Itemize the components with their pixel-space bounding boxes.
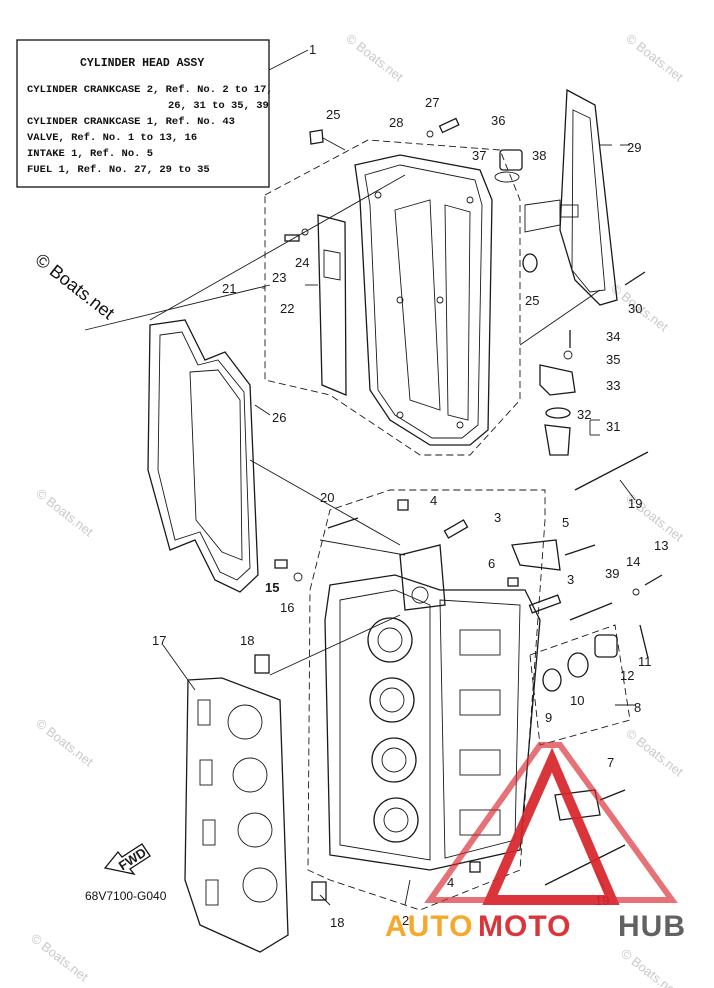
ref-number: 4 — [447, 875, 454, 890]
ref-number: 35 — [606, 352, 620, 367]
ref-number: 18 — [330, 915, 344, 930]
ref-number: 38 — [532, 148, 546, 163]
ref-number: 1 — [309, 42, 316, 57]
ref-number: 8 — [634, 700, 641, 715]
ref-number: 39 — [605, 566, 619, 581]
watermark: © Boats.net — [343, 31, 406, 85]
head-gasket — [184, 677, 289, 953]
note-line: INTAKE 1, Ref. No. 5 — [27, 148, 153, 160]
cylinder-head — [307, 489, 546, 911]
watermark: © Boats.net — [618, 946, 681, 988]
watermark: © Boats.net — [28, 931, 91, 985]
watermark-main: © Boats.net — [32, 249, 119, 323]
ref-number: 21 — [222, 281, 236, 296]
ref-number: 5 — [562, 515, 569, 530]
cylinder-head-cover — [264, 139, 521, 456]
brand-moto: MOTO — [478, 910, 571, 943]
ref-number: 7 — [607, 755, 614, 770]
ref-number: 25 — [525, 293, 539, 308]
ref-number: 13 — [654, 538, 668, 553]
ref-number: 18 — [240, 633, 254, 648]
note-line: CYLINDER CRANKCASE 1, Ref. No. 43 — [27, 116, 235, 128]
ref-number: 19 — [628, 496, 642, 511]
ref-number: 34 — [606, 329, 620, 344]
note-box: CYLINDER HEAD ASSY CYLINDER CRANKCASE 2,… — [16, 39, 309, 188]
fwd-arrow-icon: FWD — [103, 843, 151, 876]
note-line: VALVE, Ref. No. 1 to 13, 16 — [27, 132, 197, 144]
ref-number: 25 — [326, 107, 340, 122]
ref-number: 30 — [628, 301, 642, 316]
note-line: FUEL 1, Ref. No. 27, 29 to 35 — [27, 164, 210, 176]
ref-number: 9 — [545, 710, 552, 725]
ref-number: 24 — [295, 255, 309, 270]
ref-number: 14 — [626, 554, 640, 569]
note-line: CYLINDER CRANKCASE 2, Ref. No. 2 to 17, — [27, 84, 273, 96]
ref-number: 2 — [402, 913, 409, 928]
ref-number: 33 — [606, 378, 620, 393]
watermark: © Boats.net — [623, 726, 686, 780]
ref-number: 17 — [152, 633, 166, 648]
ref-number: 27 — [425, 95, 439, 110]
small-parts — [254, 117, 663, 901]
ref-number: 26 — [272, 410, 286, 425]
ref-number: 16 — [280, 600, 294, 615]
watermark: © Boats.net — [33, 486, 96, 540]
ref-number: 22 — [280, 301, 294, 316]
ref-number: 11 — [638, 654, 652, 669]
ref-number: 3 — [567, 572, 574, 587]
ref-number: 32 — [577, 407, 591, 422]
ref-number: 12 — [620, 668, 634, 683]
diagram-code: 68V7100-G040 — [85, 889, 167, 903]
ref-number: 31 — [606, 419, 620, 434]
ref-number: 4 — [430, 493, 437, 508]
watermark: © Boats.net — [623, 31, 686, 85]
ref-number: 28 — [389, 115, 403, 130]
ref-number: 29 — [627, 140, 641, 155]
ref-number: 15 — [265, 580, 279, 595]
ref-number: 3 — [494, 510, 501, 525]
ref-number: 37 — [472, 148, 486, 163]
fuel-rail — [559, 88, 630, 306]
note-line: 26, 31 to 35, 39 — [168, 100, 269, 112]
brand-hub: HUB — [618, 910, 686, 943]
ref-number: 36 — [491, 113, 505, 128]
note-title: CYLINDER HEAD ASSY — [80, 57, 204, 70]
ref-number: 10 — [570, 693, 584, 708]
brand-auto: AUTO — [385, 910, 473, 943]
reference-numbers: 1 2 3 3 4 4 5 6 7 8 9 10 11 12 13 14 15 … — [152, 42, 668, 930]
ref-number: 6 — [488, 556, 495, 571]
brand-logo: AUTO MOTO HUB — [385, 742, 686, 943]
ref-number: 20 — [320, 490, 334, 505]
ref-number: 23 — [272, 270, 286, 285]
gasket — [147, 319, 259, 593]
watermark: © Boats.net — [33, 716, 96, 770]
